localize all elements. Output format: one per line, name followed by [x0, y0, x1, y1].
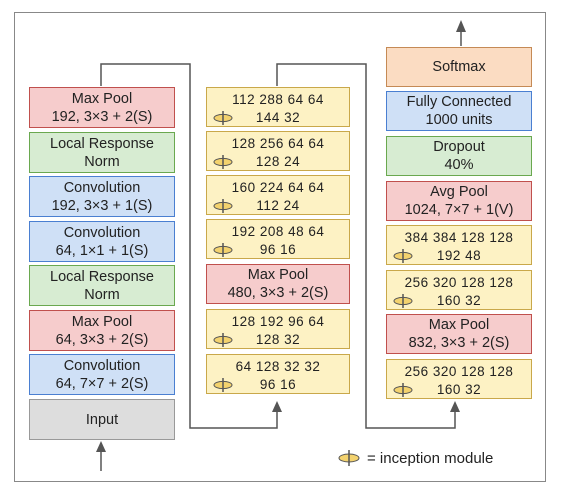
inception-params-bottom: 160 32	[436, 293, 482, 308]
layer-title: Local Response	[50, 268, 154, 285]
layer-title: Fully Connected	[406, 94, 512, 110]
inception-params-top: 128 256 64 64	[231, 136, 325, 151]
diagram-frame	[14, 12, 546, 482]
layer-title: Max Pool	[71, 313, 133, 330]
layer-params: 480, 3×3 + 2(S)	[227, 285, 329, 301]
inception-params-bottom: 160 32	[436, 382, 482, 397]
inception-module-icon	[213, 243, 233, 257]
layer-title: Convolution	[63, 224, 141, 241]
layer-title: Input	[85, 411, 119, 428]
layer-box: Softmax	[386, 47, 532, 87]
inception-module-icon	[213, 378, 233, 392]
inception-module-icon	[213, 111, 233, 125]
inception-module: 256 320 128 128 160 32	[386, 359, 532, 399]
layer-box: Avg Pool 1024, 7×7 + 1(V)	[386, 181, 532, 221]
inception-params-bottom: 128 32	[255, 332, 301, 347]
inception-params-bottom: 144 32	[255, 110, 301, 125]
layer-params: 64, 1×1 + 1(S)	[55, 242, 149, 259]
connector-left-to-middle	[100, 63, 278, 429]
inception-params-top: 256 320 128 128	[404, 275, 514, 290]
inception-module-icon	[213, 199, 233, 213]
inception-params-bottom: 96 16	[259, 377, 297, 392]
layer-params: Norm	[84, 286, 120, 303]
layer-title: Convolution	[63, 179, 141, 196]
inception-module-icon	[213, 155, 233, 169]
inception-module: 128 192 96 64 128 32	[206, 309, 350, 349]
inception-module-icon	[338, 450, 360, 466]
inception-module-icon	[213, 333, 233, 347]
inception-module: 112 288 64 64 144 32	[206, 87, 350, 127]
connector-middle-to-right	[276, 63, 456, 429]
inception-params-top: 128 192 96 64	[231, 314, 325, 329]
inception-module: 64 128 32 32 96 16	[206, 354, 350, 394]
layer-box: Max Pool 832, 3×3 + 2(S)	[386, 314, 532, 354]
inception-module-icon	[393, 383, 413, 397]
inception-params-bottom: 128 24	[255, 154, 301, 169]
inception-params-top: 64 128 32 32	[235, 359, 321, 374]
layer-title: Softmax	[432, 59, 486, 75]
layer-params: 832, 3×3 + 2(S)	[408, 335, 510, 351]
inception-params-top: 112 288 64 64	[232, 92, 324, 107]
input-arrow-head	[96, 441, 106, 452]
inception-module: 160 224 64 64 112 24	[206, 175, 350, 215]
layer-title: Dropout	[433, 139, 485, 155]
layer-title: Max Pool	[247, 267, 309, 283]
layer-params: Norm	[84, 153, 120, 170]
inception-module-icon	[393, 249, 413, 263]
layer-title: Local Response	[50, 135, 154, 152]
inception-params-top: 192 208 48 64	[231, 224, 325, 239]
layer-params: 192, 3×3 + 1(S)	[51, 197, 153, 214]
inception-module: 192 208 48 64 96 16	[206, 219, 350, 259]
inception-params-bottom: 96 16	[259, 242, 297, 257]
inception-params-bottom: 192 48	[436, 248, 482, 263]
layer-title: Max Pool	[71, 90, 133, 107]
layer-params: 64, 7×7 + 2(S)	[55, 375, 149, 392]
inception-params-top: 160 224 64 64	[231, 180, 325, 195]
layer-params: 1000 units	[425, 112, 493, 128]
layer-params: 192, 3×3 + 2(S)	[51, 108, 153, 125]
layer-params: 64, 3×3 + 2(S)	[55, 331, 149, 348]
layer-box: Input	[29, 399, 175, 440]
inception-module: 384 384 128 128 192 48	[386, 225, 532, 265]
layer-box: Max Pool 480, 3×3 + 2(S)	[206, 264, 350, 304]
legend-text: = inception module	[367, 450, 494, 467]
inception-module: 128 256 64 64 128 24	[206, 131, 350, 171]
inception-module-icon	[393, 294, 413, 308]
inception-params-bottom: 112 24	[256, 198, 300, 213]
layer-params: 1024, 7×7 + 1(V)	[404, 202, 514, 218]
layer-params: 40%	[444, 157, 474, 173]
layer-box: Fully Connected 1000 units	[386, 91, 532, 131]
layer-box: Dropout 40%	[386, 136, 532, 176]
layer-title: Convolution	[63, 357, 141, 374]
inception-module: 256 320 128 128 160 32	[386, 270, 532, 310]
inception-params-top: 384 384 128 128	[404, 230, 514, 245]
inception-params-top: 256 320 128 128	[404, 364, 514, 379]
layer-title: Max Pool	[428, 317, 490, 333]
layer-title: Avg Pool	[430, 184, 488, 200]
